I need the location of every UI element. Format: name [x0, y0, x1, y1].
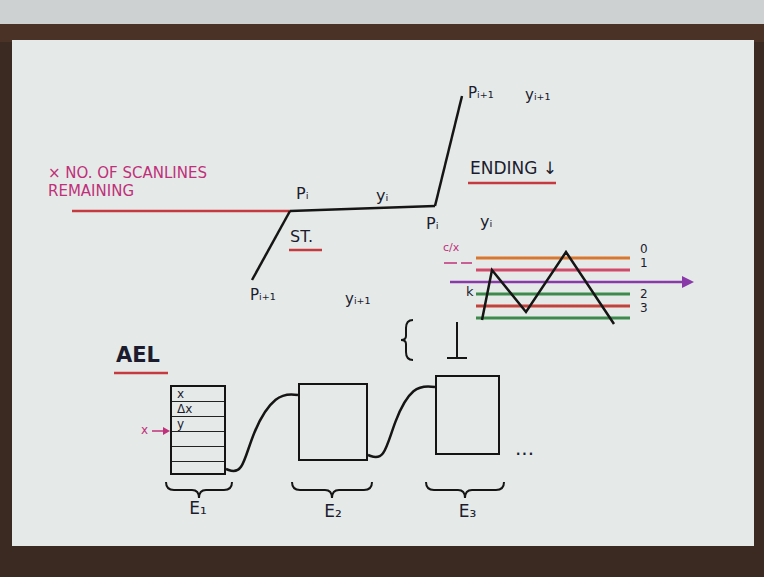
- polygon-edge: [290, 206, 435, 211]
- magenta-arrow: [444, 262, 457, 264]
- field-row: y: [172, 417, 224, 432]
- board-label: 2: [640, 287, 648, 301]
- empty-field-row: [172, 432, 224, 447]
- brace: [292, 482, 372, 498]
- red-underline: [289, 249, 322, 252]
- node-label: E₂: [280, 501, 386, 521]
- list-node-box: E₃: [435, 375, 500, 455]
- height-marker: [447, 357, 467, 359]
- arrow-head: [682, 276, 694, 288]
- arrow-head: [163, 427, 170, 435]
- red-underline: [72, 210, 290, 213]
- field-name: x: [177, 387, 184, 401]
- board-label: 3: [640, 301, 648, 315]
- list-node-box: xΔxyE₁: [170, 385, 226, 475]
- board-label: yᵢ: [376, 186, 388, 205]
- wall-strip: [0, 0, 764, 24]
- red-underline: [114, 372, 168, 375]
- field-row: Δx: [172, 402, 224, 417]
- empty-field-row: [172, 447, 224, 462]
- magenta-arrow: [152, 430, 164, 432]
- board-label: x: [141, 423, 148, 437]
- squiggle-link: [226, 394, 298, 471]
- board-label: ...: [515, 436, 534, 460]
- board-label: ST.: [290, 227, 313, 246]
- polygon-edge: [252, 211, 290, 280]
- board-label: c/x: [443, 241, 459, 254]
- board-label: × NO. OF SCANLINES REMAINING: [48, 164, 228, 200]
- scanline: [476, 305, 630, 308]
- magenta-arrow: [461, 262, 472, 264]
- brace: [401, 320, 413, 360]
- scanline: [476, 293, 630, 296]
- squiggle-link: [368, 386, 435, 457]
- polygon-edge: [435, 96, 462, 206]
- board-frame: [0, 24, 764, 42]
- board-frame: [0, 546, 764, 577]
- board-label: yᵢ: [480, 212, 492, 231]
- height-marker: [456, 322, 458, 358]
- field-name: Δx: [177, 402, 192, 416]
- board-label: ENDING ↓: [470, 158, 557, 178]
- board-label: 1: [640, 256, 648, 270]
- board-label: yᵢ₊₁: [345, 290, 371, 308]
- board-label: yᵢ₊₁: [525, 86, 551, 104]
- scanline: [476, 317, 630, 320]
- board-surface: [12, 40, 754, 546]
- board-label: Pᵢ₊₁: [250, 286, 276, 304]
- scanline: [476, 257, 630, 260]
- board-label: Pᵢ₊₁: [468, 84, 494, 102]
- field-name: y: [177, 417, 184, 431]
- node-label: E₃: [417, 501, 518, 521]
- board-label: AEL: [116, 343, 160, 368]
- polygon-outline: [482, 252, 614, 324]
- board-label: k: [466, 284, 474, 300]
- red-underline: [468, 182, 556, 185]
- board-label: Pᵢ: [296, 184, 309, 203]
- board-label: 0: [640, 242, 648, 256]
- node-label: E₁: [152, 498, 244, 518]
- field-row: x: [172, 387, 224, 402]
- board-label: Pᵢ: [426, 214, 439, 233]
- brace: [166, 482, 232, 498]
- brace: [426, 482, 504, 498]
- list-node-box: E₂: [298, 383, 368, 461]
- scan-direction-arrow: [450, 281, 682, 284]
